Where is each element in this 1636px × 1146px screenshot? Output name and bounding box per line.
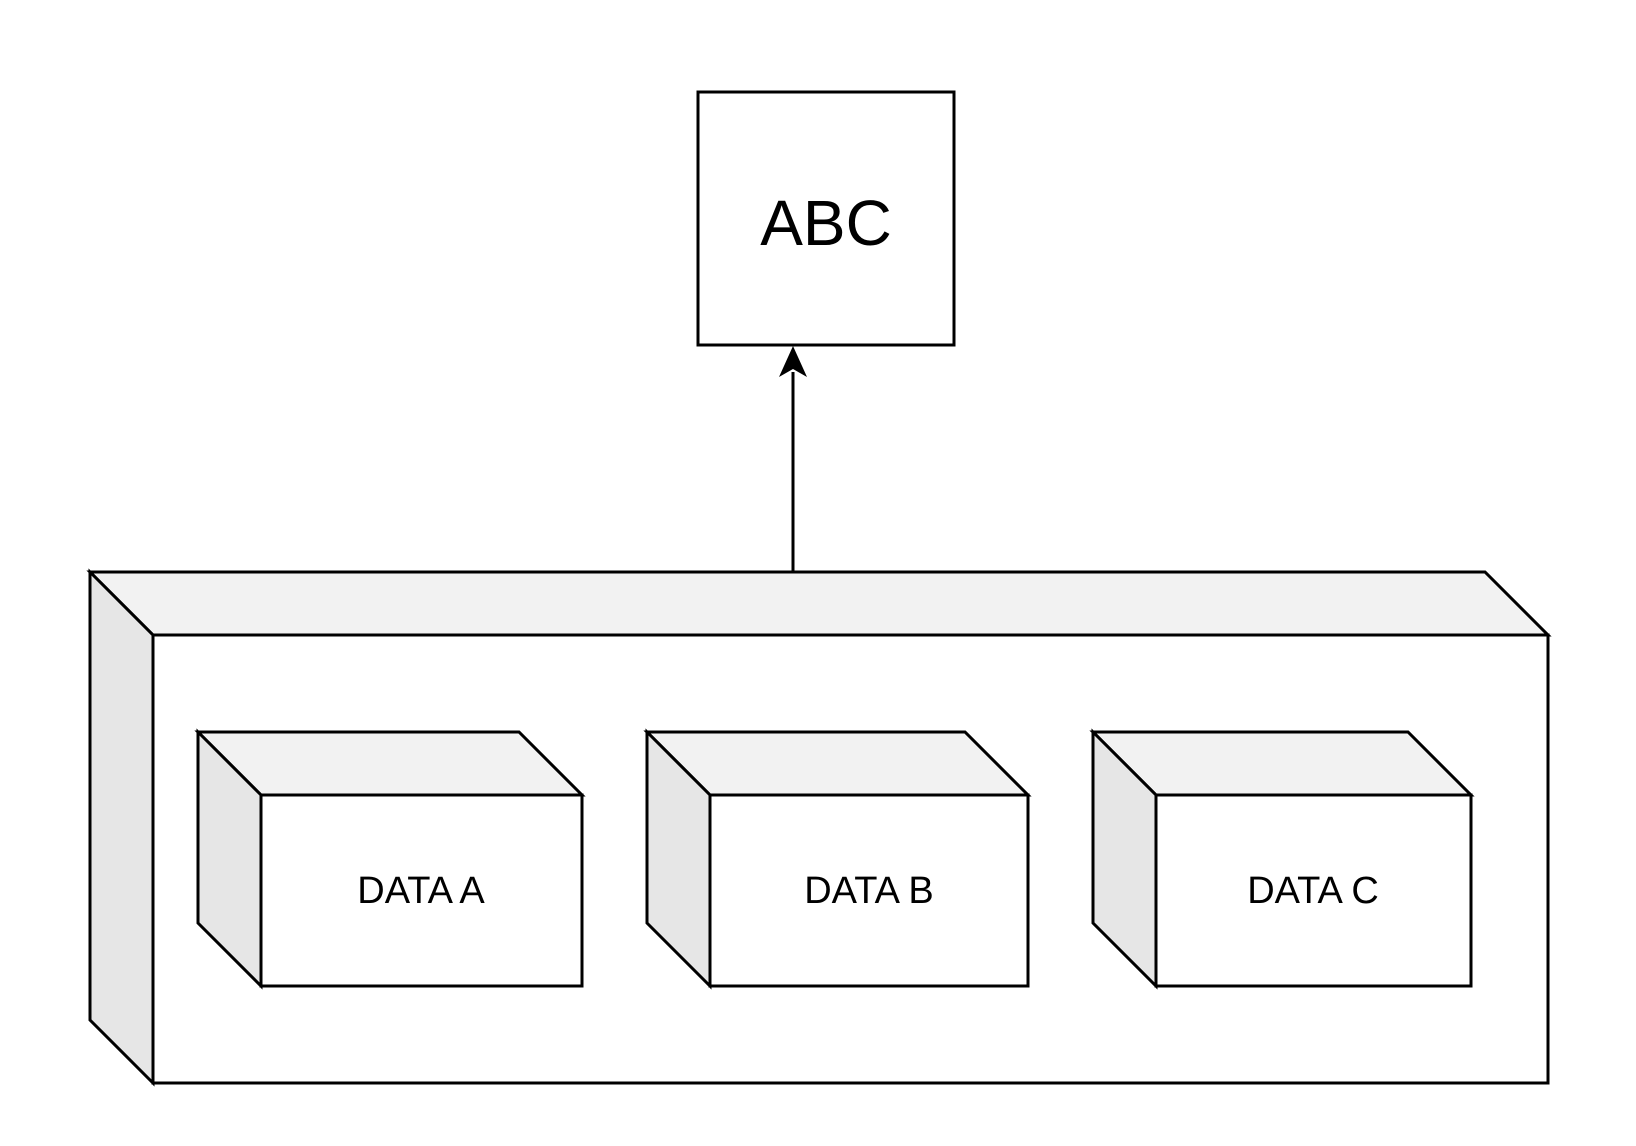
data-cube-c-front-face xyxy=(1154,793,1473,988)
data-cube-c-label: DATA C xyxy=(1247,870,1379,912)
connector-arrow xyxy=(779,346,807,572)
data-cube-b: DATA B xyxy=(643,728,1032,990)
abc-node: ABC xyxy=(696,90,956,347)
data-cube-a-top-face xyxy=(194,730,586,797)
data-cube-a: DATA A xyxy=(194,728,586,990)
connector-arrowhead-icon xyxy=(779,346,807,377)
data-cube-c: DATA C xyxy=(1089,728,1475,990)
data-cube-b-front-face xyxy=(708,793,1030,988)
abc-node-box xyxy=(696,90,956,347)
abc-node-label: ABC xyxy=(760,187,892,259)
data-cube-c-top-face xyxy=(1089,730,1475,797)
container-cube-top-face xyxy=(86,570,1552,637)
data-cube-a-label: DATA A xyxy=(357,870,485,912)
data-cube-a-front-face xyxy=(259,793,584,988)
data-cube-b-top-face xyxy=(643,730,1032,797)
container-cube-side-face xyxy=(88,568,155,1087)
data-cube-b-label: DATA B xyxy=(804,870,934,912)
